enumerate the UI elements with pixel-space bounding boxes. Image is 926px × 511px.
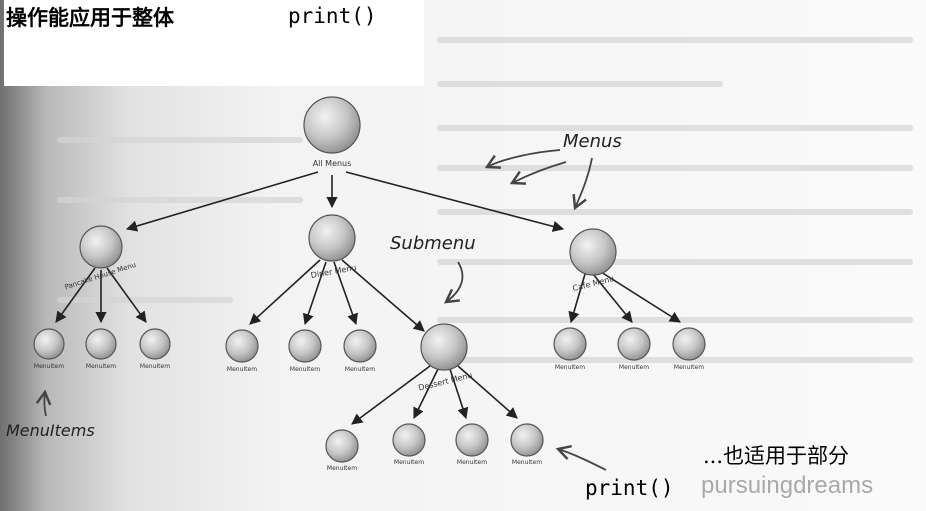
node-menuitem <box>672 327 706 361</box>
label-menuitem: MenuItem <box>674 364 704 371</box>
node-menuitem <box>288 329 322 363</box>
label-menuitem: MenuItem <box>457 459 487 466</box>
node-menuitem <box>617 327 651 361</box>
node-menuitem <box>343 329 377 363</box>
label-menuitem: MenuItem <box>555 364 585 371</box>
annotation-menus: Menus <box>563 131 622 152</box>
label-menuitem: MenuItem <box>86 363 116 370</box>
label-menuitem: MenuItem <box>34 363 64 370</box>
label-all-menus: All Menus <box>313 159 352 168</box>
label-menuitem: MenuItem <box>345 366 375 373</box>
print-call-bottom: print() <box>585 476 674 500</box>
node-dessert-menu <box>420 323 468 371</box>
node-menuitem <box>225 329 259 363</box>
show-through-text <box>57 37 913 363</box>
headline-box <box>4 0 424 86</box>
headline: 操作能应用于整体 <box>6 5 174 30</box>
node-menuitem <box>553 327 587 361</box>
label-menuitem: MenuItem <box>327 465 357 472</box>
tree-nodes <box>33 96 706 463</box>
label-menuitem: MenuItem <box>290 366 320 373</box>
hand-arrows <box>35 51 607 471</box>
node-menuitem <box>325 429 359 463</box>
node-pancake-house-menu <box>79 225 123 269</box>
tree-edges <box>55 171 681 425</box>
annotation-submenu: Submenu <box>390 233 476 254</box>
annotations: Menus Submenu MenuItems <box>6 131 622 440</box>
label-menuitem: MenuItem <box>512 459 542 466</box>
node-menuitem <box>139 328 171 360</box>
watermark: pursuingdreams <box>701 472 874 499</box>
caption-also-applies-to-part: ...也适用于部分 <box>703 444 850 468</box>
node-menuitem <box>392 423 426 457</box>
print-call-top: print() <box>288 4 377 28</box>
label-menuitem: MenuItem <box>140 363 170 370</box>
node-menuitem <box>455 423 489 457</box>
node-cafe-menu <box>569 228 617 276</box>
node-all-menus <box>303 96 361 154</box>
node-menuitem <box>510 423 544 457</box>
node-menuitem <box>85 328 117 360</box>
node-diner-menu <box>308 214 356 262</box>
label-menuitem: MenuItem <box>394 459 424 466</box>
label-menuitem: MenuItem <box>227 366 257 373</box>
label-menuitem: MenuItem <box>619 364 649 371</box>
node-menuitem <box>33 328 65 360</box>
annotation-menuitems: MenuItems <box>6 421 95 440</box>
